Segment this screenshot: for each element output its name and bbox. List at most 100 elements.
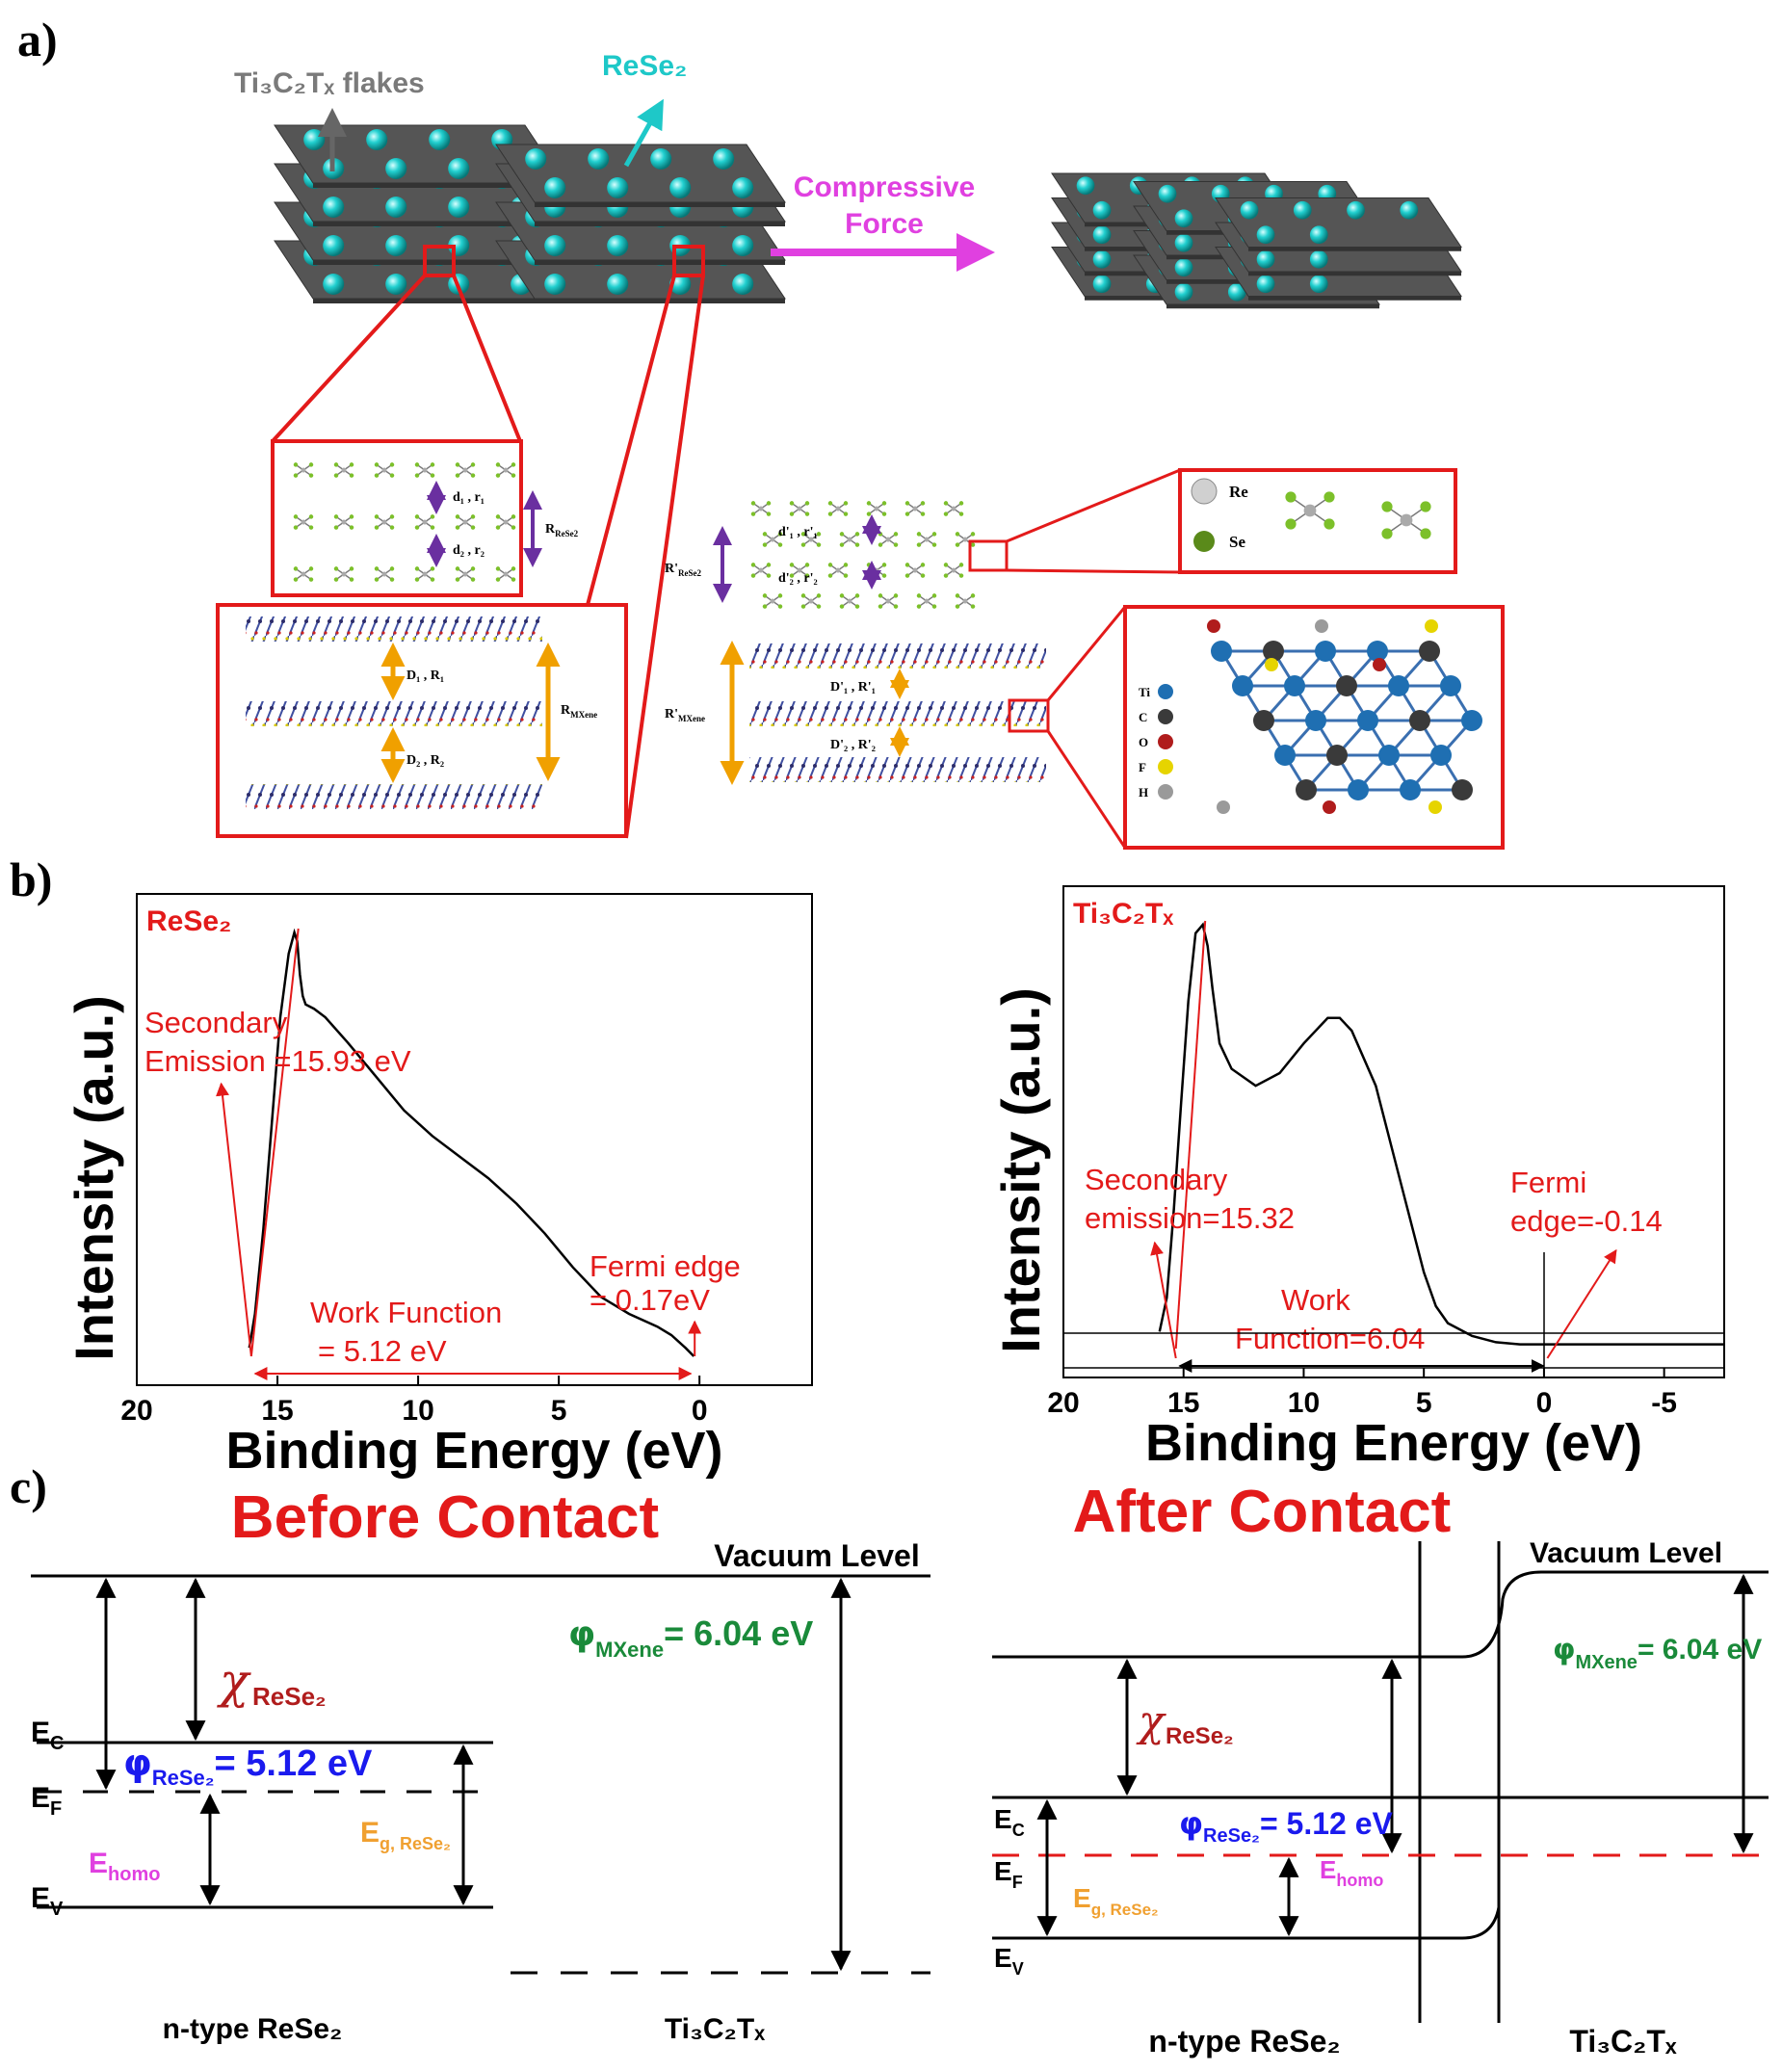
zoom-line (624, 275, 705, 839)
d1-after-label: d'₁ , r'₁ (778, 525, 818, 539)
re-atom (422, 519, 428, 525)
panel-label-b: b) (10, 852, 52, 906)
se-atom (389, 566, 395, 571)
se-atom (1323, 518, 1335, 530)
se-atom (839, 593, 845, 598)
re-atom (912, 567, 918, 573)
before-chi-sub: ReSe₂ (252, 1682, 327, 1711)
spectrum-line (248, 928, 695, 1357)
re-atom (381, 467, 387, 473)
mxene-legend-dot-ti (1158, 684, 1173, 699)
se-atom (333, 462, 339, 467)
se-atom (931, 593, 937, 598)
rese2-particle (1076, 176, 1095, 196)
re-legend-label: Re (1229, 483, 1248, 501)
se-atom (816, 542, 822, 547)
se-atom (389, 462, 395, 467)
d2-after-label: d'₂ , r'₂ (778, 571, 818, 586)
se-atom (878, 532, 883, 537)
se-atom (789, 501, 795, 506)
c-atom (1263, 641, 1284, 662)
se-atom (854, 542, 860, 547)
after-ehomo-label: Ehomo (1320, 1855, 1383, 1890)
se-atom (800, 542, 806, 547)
se-atom (762, 593, 768, 598)
annotation-fermi-2: = 0.17eV (590, 1283, 710, 1317)
se-atom (430, 577, 435, 582)
se-atom (854, 532, 860, 537)
re-atom (874, 506, 879, 511)
se-atom (827, 573, 833, 578)
re-atom (301, 571, 306, 577)
rese2-particle (303, 129, 326, 150)
se-atom (943, 501, 949, 506)
before-ev-label: EV (31, 1882, 64, 1920)
mxene-layer (749, 701, 1046, 726)
se-atom (777, 532, 783, 537)
annotation-pointer (216, 1082, 252, 1357)
se-atom (878, 593, 883, 598)
mxene-layer (246, 616, 542, 642)
rese2-particle (1309, 249, 1328, 269)
panel-label-c: c) (10, 1459, 47, 1513)
se-atom (455, 566, 460, 571)
se-atom (943, 573, 949, 578)
se-atom (955, 542, 960, 547)
x-tick-label: 10 (402, 1395, 433, 1427)
before-contact-title: Before Contact (231, 1484, 659, 1551)
rese2-pointer-arrow (623, 98, 664, 168)
x-axis-label: Binding Energy (eV) (1145, 1414, 1642, 1472)
re-atom (503, 571, 509, 577)
surface-group-atom (1425, 619, 1438, 633)
re-atom (758, 506, 764, 511)
se-atom (333, 525, 339, 530)
mxene-atomic-structure (1207, 619, 1482, 814)
rese2-particle (448, 197, 470, 218)
se-atom (800, 593, 806, 598)
se-atom (881, 511, 887, 516)
se-atom (750, 511, 756, 516)
re-atom (797, 567, 802, 573)
se-atom (414, 473, 420, 478)
ti-atom (1211, 641, 1232, 662)
x-tick-label: 20 (120, 1395, 152, 1427)
rese2-particle (1174, 258, 1193, 277)
callout-line (1046, 730, 1127, 849)
rese2-particle (448, 158, 470, 179)
se-atom (958, 573, 964, 578)
before-eg-label: Eg, ReSe₂ (360, 1817, 451, 1853)
re-atom (962, 537, 968, 542)
mxene-legend-label-f: F (1139, 760, 1146, 774)
rese2-label: ReSe₂ (602, 50, 687, 82)
se-atom (389, 514, 395, 519)
se-atom (839, 542, 845, 547)
se-atom (293, 566, 299, 571)
se-atom (1381, 528, 1393, 539)
se-atom (955, 593, 960, 598)
se-atom (511, 462, 516, 467)
se-atom (349, 473, 354, 478)
x-tick-label: 10 (1288, 1387, 1320, 1419)
rese2-particle (1309, 275, 1328, 294)
after-rese2-caption: n-type ReSe₂ (1148, 2024, 1340, 2059)
re-atom (462, 467, 468, 473)
se-atom (333, 473, 339, 478)
rese2-particle (607, 177, 629, 198)
ti-atom (1357, 710, 1378, 731)
se-atom (893, 542, 899, 547)
after-phi-mxene-label: φMXene= 6.04 eV (1553, 1633, 1762, 1673)
mxene-legend-dot-h (1158, 784, 1173, 800)
se-atom (881, 501, 887, 506)
se-atom (843, 501, 849, 506)
rese2-particle (323, 235, 345, 256)
se-atom (904, 573, 910, 578)
after-ec-label: EC (994, 1804, 1025, 1840)
mxene-rese2-stack-compressed (1051, 172, 1462, 309)
se-atom (804, 511, 810, 516)
re-atom (341, 571, 347, 577)
after-vacuum-level (992, 1570, 1769, 1659)
se-atom (904, 563, 910, 567)
ti-atom (1232, 675, 1253, 696)
annotation-wf-2: = 5.12 eV (318, 1334, 447, 1368)
